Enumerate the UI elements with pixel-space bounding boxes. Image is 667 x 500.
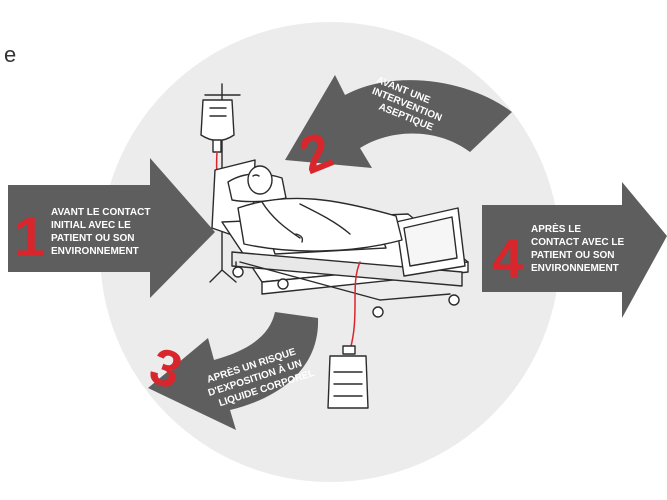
moment-4-line-4: ENVIRONNEMENT	[531, 263, 619, 274]
moment-1-line-4: ENVIRONNEMENT	[51, 246, 139, 257]
moment-1-line-1: AVANT LE CONTACT	[51, 207, 150, 218]
moment-1-number: 1	[14, 205, 45, 268]
moment-1-line-2: INITIAL AVEC LE	[51, 220, 131, 231]
moment-1-line-3: PATIENT OU SON	[51, 233, 135, 244]
stray-letter: e	[4, 42, 16, 67]
moment-4-line-2: CONTACT AVEC LE	[531, 237, 624, 248]
moment-4-line-3: PATIENT OU SON	[531, 250, 615, 261]
drainage-bag-icon	[328, 346, 368, 408]
moment-4-line-1: APRÈS LE	[531, 222, 581, 235]
moment-4-number: 4	[492, 227, 523, 290]
